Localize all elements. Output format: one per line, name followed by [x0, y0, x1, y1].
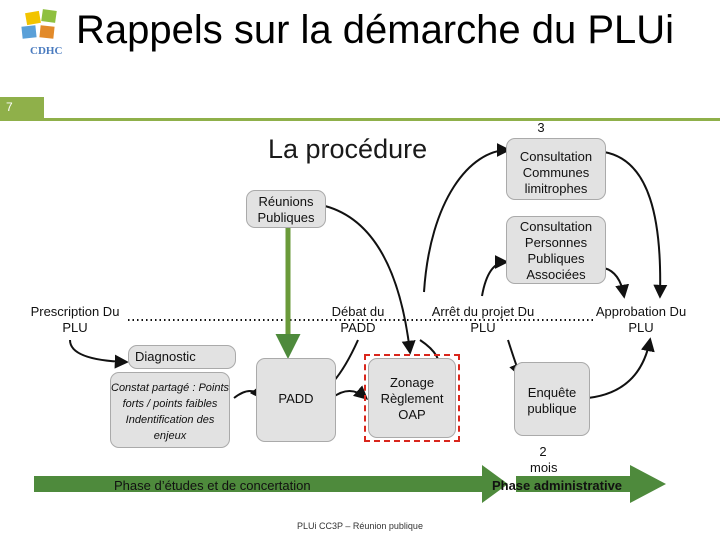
- reunion-to-zonage-curve: [324, 205, 416, 355]
- phase-etudes-arrow: [34, 465, 508, 503]
- logo-text: CDHC: [30, 45, 62, 57]
- procedure-subtitle: La procédure: [268, 134, 428, 164]
- prescription-label: Prescription Du PLU: [30, 304, 120, 335]
- enquete-publique-box: Enquête publique: [514, 362, 590, 436]
- arc-to-diagnostic: [69, 339, 129, 369]
- phase-etudes-label: Phase d’études et de concertation: [114, 478, 311, 493]
- page-title: Rappels sur la démarche du PLUi: [75, 8, 675, 52]
- arc-arret-to-ppa: [481, 255, 509, 297]
- diagnostic-label: Diagnostic: [135, 349, 196, 364]
- footer-text: PLUi CC3P – Réunion publique: [297, 521, 423, 531]
- consultation-communes-box: Consultation Communes limitrophes: [506, 138, 606, 200]
- consultation-ppa-label: Consultation Personnes Publiques Associé…: [519, 219, 593, 282]
- padd-box: PADD: [256, 358, 336, 442]
- debat-padd-label: Débat du PADD: [331, 304, 385, 335]
- reunions-publiques-label: Réunions Publiques: [257, 194, 315, 225]
- phase-administrative-label: Phase administrative: [491, 478, 623, 493]
- diagnostic-box: Diagnostic: [128, 345, 236, 369]
- zonage-highlight: [364, 354, 460, 442]
- slide-number: 7: [0, 97, 44, 121]
- two-months-label: 2 mois: [530, 444, 558, 475]
- constat-label: Constat partagé : Points forts / points …: [111, 382, 230, 442]
- logo: CDHC: [12, 6, 72, 62]
- constat-box: Constat partagé : Points forts / points …: [110, 372, 230, 448]
- arc-ppa-to-approbation: [603, 267, 630, 299]
- arc-to-approbation: [603, 151, 668, 299]
- padd-label: PADD: [278, 391, 314, 406]
- arrow-padd-to-zonage: [331, 385, 369, 400]
- phase-admin-arrow: [516, 465, 666, 503]
- consultation-ppa-box: Consultation Personnes Publiques Associé…: [506, 216, 606, 284]
- zonage-label: Zonage Règlement OAP: [380, 375, 444, 422]
- arc-enquete-to-approbation: [587, 337, 655, 399]
- arret-projet-label: Arrêt du projet Du PLU: [431, 304, 535, 335]
- approbation-label: Approbation Du PLU: [595, 304, 687, 335]
- enquete-publique-label: Enquête publique: [527, 385, 577, 416]
- header-divider: [44, 118, 720, 121]
- consultation-communes-label: Consultation Communes limitrophes: [519, 149, 593, 196]
- arc-to-consultation-communes: [423, 143, 511, 293]
- zonage-box: Zonage Règlement OAP: [368, 358, 456, 438]
- reunions-publiques-box: Réunions Publiques: [246, 190, 326, 228]
